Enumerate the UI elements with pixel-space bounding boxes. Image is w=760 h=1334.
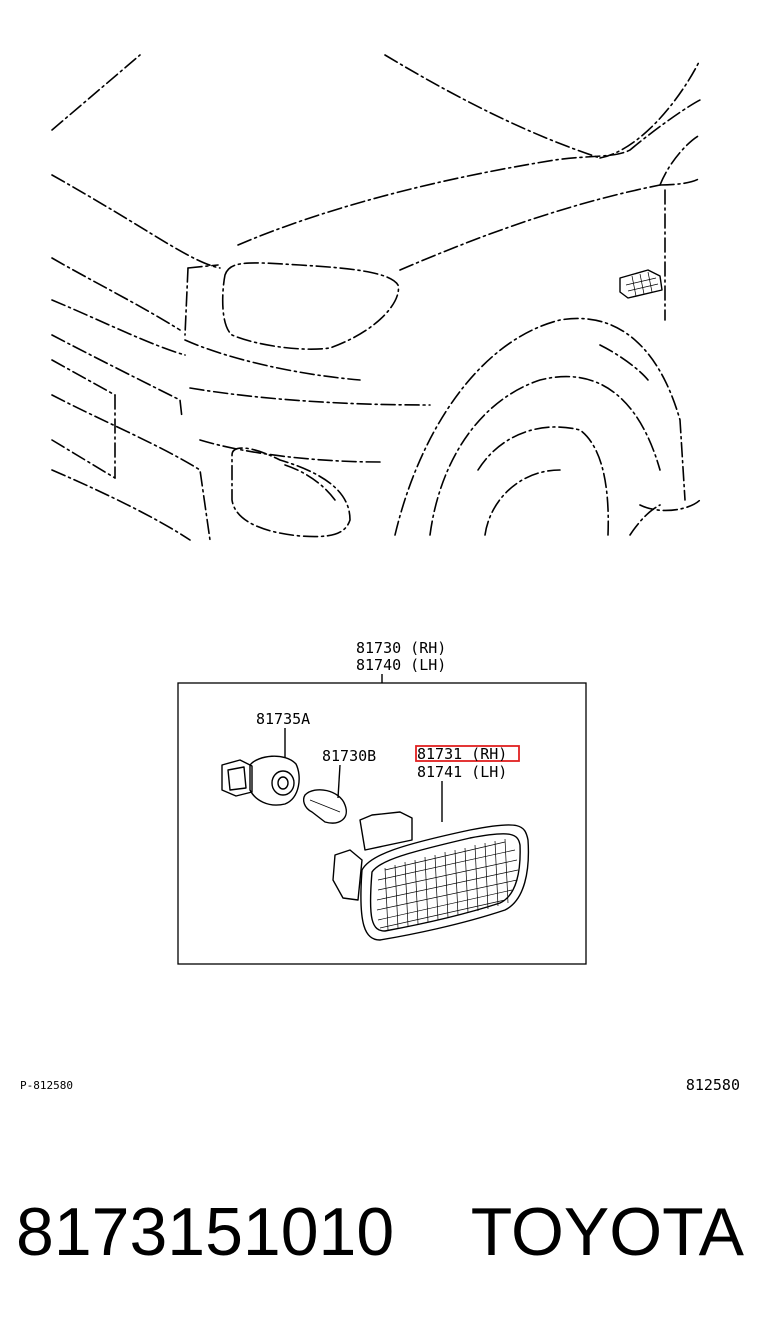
footer-left-code: P-812580 bbox=[20, 1079, 73, 1092]
bulb-part bbox=[303, 789, 347, 824]
callout-socket: 81735A bbox=[256, 710, 310, 728]
callout-bulb: 81730B bbox=[322, 747, 376, 765]
lens-grid-pattern bbox=[376, 838, 519, 931]
footer-right-code: 812580 bbox=[686, 1076, 740, 1094]
brand-name: TOYOTA bbox=[471, 1194, 745, 1270]
socket-part bbox=[221, 755, 300, 806]
callout-lens-rh: 81731 (RH) bbox=[417, 745, 507, 763]
callout-assembly-lh: 81740 (LH) bbox=[356, 656, 446, 674]
callout-lens-lh: 81741 (LH) bbox=[417, 763, 507, 781]
exploded-view-frame bbox=[177, 682, 587, 965]
leader-line-bulb bbox=[337, 764, 341, 799]
part-number: 8173151010 bbox=[16, 1194, 394, 1270]
callout-assembly-rh: 81730 (RH) bbox=[356, 639, 446, 657]
side-marker-location bbox=[619, 269, 663, 299]
lens-part bbox=[332, 811, 530, 941]
car-front-illustration bbox=[51, 54, 701, 541]
highlight-box bbox=[415, 745, 520, 762]
